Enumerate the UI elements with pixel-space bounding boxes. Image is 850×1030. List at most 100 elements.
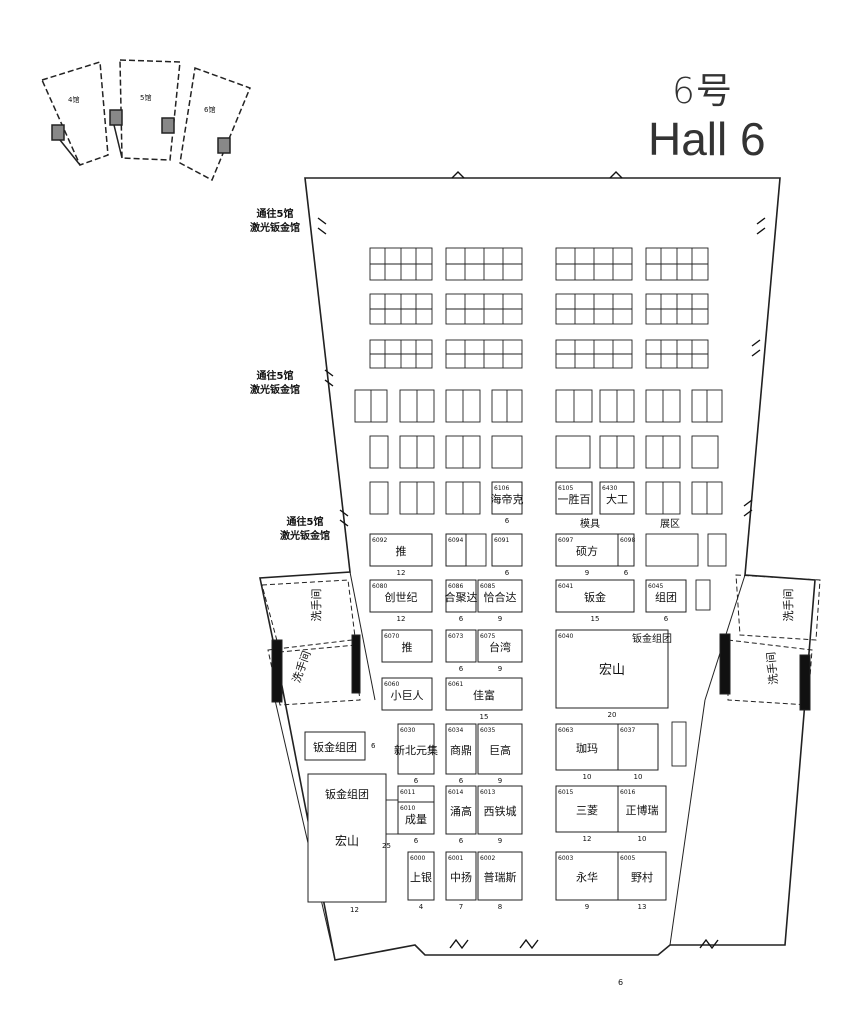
booth-box[interactable]: [477, 723, 523, 775]
booth-box[interactable]: [555, 481, 593, 515]
booth-box[interactable]: [645, 579, 687, 613]
booth-box[interactable]: [477, 785, 523, 835]
booth-width: 9: [498, 837, 502, 845]
booth-box[interactable]: [555, 533, 619, 567]
booth-box[interactable]: [369, 579, 433, 613]
booth-width: 12: [583, 835, 592, 843]
booth-number: 6014: [448, 789, 463, 796]
booth-name: 钣金: [584, 590, 606, 604]
booth-box[interactable]: [407, 851, 435, 901]
booth-name: 普瑞斯: [484, 870, 517, 884]
booth-name: 组团: [655, 590, 677, 604]
booth-box[interactable]: [599, 481, 635, 515]
booth-box[interactable]: [381, 629, 433, 663]
booth-box[interactable]: [477, 851, 523, 901]
booth-box[interactable]: [304, 731, 366, 761]
booth-box[interactable]: [307, 773, 387, 903]
booth-box[interactable]: [477, 579, 523, 613]
booth-box[interactable]: [491, 533, 523, 567]
booth-box[interactable]: [617, 723, 659, 771]
booth-name: 三菱: [576, 804, 598, 817]
booth-box[interactable]: [397, 723, 435, 775]
booth-box[interactable]: [555, 629, 669, 709]
area-label-exhibit: 展区: [660, 518, 680, 530]
booth-name: 钣金组团: [313, 740, 357, 754]
door-markers: [317, 171, 766, 950]
booth-6094[interactable]: 6094: [445, 533, 467, 567]
booth-name: 西铁城: [484, 805, 517, 818]
booth-width: 6: [505, 517, 510, 525]
booth-box[interactable]: [445, 723, 477, 775]
booth-box[interactable]: [555, 579, 635, 613]
booth-name: 珈玛: [576, 742, 598, 755]
booth-width: 9: [498, 665, 502, 673]
booth-box[interactable]: [555, 851, 619, 901]
booth-box[interactable]: [445, 785, 477, 835]
booth-box[interactable]: [445, 629, 477, 663]
booth-box[interactable]: [369, 533, 433, 567]
booth-number: 6035: [480, 727, 495, 734]
booth-number: 6003: [558, 855, 573, 862]
exit-label-2: 通往5馆 激光钣金馆: [240, 370, 310, 398]
hall-title-en: Hall 6: [648, 113, 766, 165]
booth-box[interactable]: [445, 851, 477, 901]
booth-number: 6086: [448, 583, 463, 590]
booth-width: 9: [498, 777, 502, 785]
exit-line1: 通往5馆: [256, 209, 294, 220]
booth-box[interactable]: [477, 629, 523, 663]
booth-box[interactable]: [445, 533, 467, 567]
booth-box[interactable]: [617, 785, 667, 833]
booth-name: 宏山: [599, 663, 625, 678]
booth-width: 15: [591, 615, 600, 623]
booth-box[interactable]: [381, 677, 433, 711]
booth-box[interactable]: [617, 851, 667, 901]
booth-box[interactable]: [445, 677, 523, 711]
booth-box[interactable]: [445, 579, 477, 613]
booth-box[interactable]: [491, 481, 523, 515]
booth-box[interactable]: [555, 723, 619, 771]
booth-number: 6085: [480, 583, 495, 590]
restroom-label: 洗手间: [289, 649, 313, 685]
booth-6011[interactable]: 6011: [397, 785, 435, 803]
booth-box[interactable]: [555, 785, 619, 833]
booth-box[interactable]: [397, 801, 435, 835]
booth-box[interactable]: [617, 533, 635, 567]
booth-number: 6030: [400, 727, 415, 734]
booth-number: 6080: [372, 583, 387, 590]
